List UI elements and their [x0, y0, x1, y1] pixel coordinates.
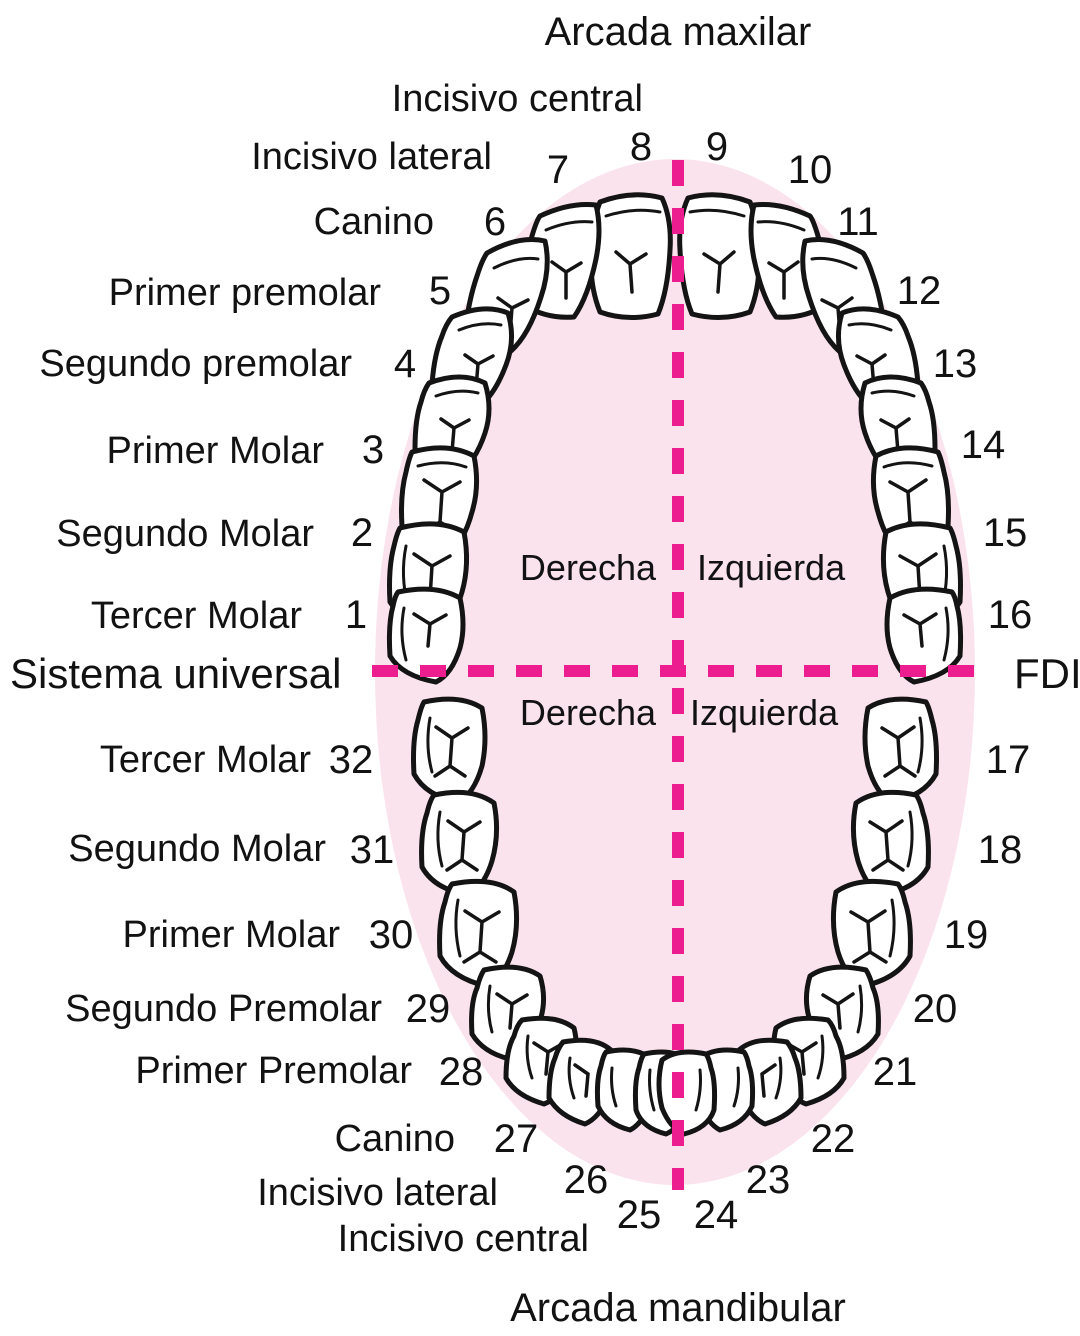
number-16: 16 [987, 593, 1033, 637]
number-18: 18 [977, 828, 1023, 872]
maxillary-name-incisivo-central: Incisivo central [391, 78, 643, 120]
number-19: 19 [943, 913, 989, 957]
number-15: 15 [982, 511, 1028, 555]
maxillary-name-primer-molar: Primer Molar [106, 430, 324, 472]
number-8: 8 [629, 125, 653, 169]
mandibular-side-right: Derecha [519, 692, 656, 733]
number-32: 32 [328, 738, 374, 782]
tooth-1-third-molar [386, 586, 466, 685]
tooth-16-third-molar [884, 586, 964, 685]
page-title-mandibular-arch: Arcada mandibular [510, 1286, 846, 1330]
system-label-fdi: FDI [1014, 650, 1080, 697]
number-3: 3 [361, 428, 385, 472]
tooth-17-third-molar [862, 696, 939, 805]
mandibular-name-incisivo-lateral: Incisivo lateral [257, 1172, 498, 1214]
mandibular-teeth-group [411, 696, 939, 1137]
number-11: 11 [837, 200, 879, 244]
tooth-31-second-molar [419, 789, 500, 898]
number-17: 17 [985, 738, 1031, 782]
mandibular-name-segundo-premolar: Segundo Premolar [65, 988, 382, 1030]
number-26: 26 [563, 1158, 609, 1202]
number-13: 13 [932, 342, 978, 386]
number-30: 30 [368, 913, 414, 957]
number-6: 6 [483, 200, 507, 244]
tooth-9 [677, 192, 762, 320]
maxillary-name-incisivo-lateral: Incisivo lateral [251, 136, 492, 178]
maxillary-name-primer-premolar: Primer premolar [108, 272, 381, 314]
maxillary-name-segundo-premolar: Segundo premolar [39, 343, 352, 385]
number-20: 20 [912, 987, 958, 1031]
number-9: 9 [705, 125, 729, 169]
maxillary-side-left: Izquierda [697, 547, 846, 588]
system-label-universal: Sistema universal [10, 650, 342, 697]
maxillary-teeth-group [386, 192, 964, 685]
maxillary-side-right: Derecha [519, 547, 656, 588]
mandibular-side-left: Izquierda [690, 692, 839, 733]
number-12: 12 [896, 269, 942, 313]
maxillary-name-segundo-molar: Segundo Molar [56, 513, 314, 555]
number-27: 27 [493, 1117, 539, 1161]
tooth-24-central-incisor [656, 1049, 718, 1137]
tooth-8 [588, 192, 673, 320]
number-4: 4 [393, 342, 417, 386]
mandibular-name-canino: Canino [334, 1118, 455, 1160]
number-10: 10 [787, 148, 833, 192]
number-29: 29 [405, 987, 451, 1031]
number-31: 31 [349, 828, 395, 872]
mandibular-name-tercer-molar: Tercer Molar [99, 739, 311, 781]
number-25: 25 [616, 1193, 662, 1237]
maxillary-name-canino: Canino [313, 201, 434, 243]
mandibular-name-incisivo-central: Incisivo central [337, 1218, 589, 1260]
mandibular-name-primer-premolar: Primer Premolar [135, 1050, 412, 1092]
number-7: 7 [546, 148, 570, 192]
mandibular-name-segundo-molar: Segundo Molar [68, 828, 326, 870]
number-22: 22 [810, 1117, 856, 1161]
number-14: 14 [960, 423, 1006, 467]
mandibular-name-primer-molar: Primer Molar [122, 914, 340, 956]
maxillary-name-tercer-molar: Tercer Molar [90, 595, 302, 637]
page-title-maxillary-arch: Arcada maxilar [544, 10, 812, 54]
number-2: 2 [350, 511, 374, 555]
tooth-32-third-molar [411, 696, 488, 805]
number-5: 5 [428, 269, 452, 313]
number-21: 21 [872, 1050, 918, 1094]
number-24: 24 [693, 1193, 739, 1237]
number-1: 1 [344, 593, 368, 637]
number-23: 23 [745, 1158, 791, 1202]
number-28: 28 [438, 1050, 484, 1094]
